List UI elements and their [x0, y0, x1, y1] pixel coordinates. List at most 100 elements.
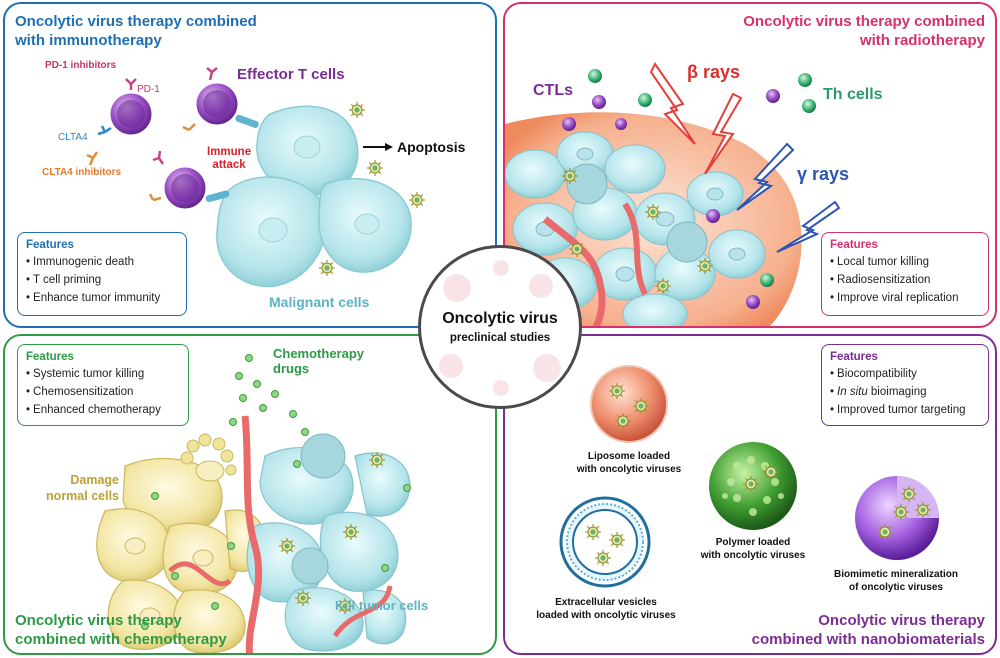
features-heading: Features	[26, 239, 74, 251]
radiotherapy-illustration	[505, 62, 841, 326]
immunotherapy-illustration	[86, 67, 426, 288]
gamma-ray-icon	[776, 200, 841, 253]
clta4-inhibitor-icon	[148, 193, 162, 202]
feature-italic-part: In situ	[837, 386, 868, 398]
tcr-bridge	[235, 114, 259, 128]
chemotherapy-illustration	[96, 354, 411, 653]
biomimetic-label-line2: of oncolytic viruses	[849, 582, 943, 593]
normal-cell-nuclei	[124, 460, 225, 625]
effector-t-cell-lower	[161, 164, 209, 212]
damage-normal-cells-label: Damage normal cells	[39, 472, 119, 504]
tumor-cells	[246, 446, 411, 652]
biomimetic-mineralization-icon	[855, 476, 939, 560]
chemotherapy-features-box: Features Systemic tumor killing Chemosen…	[17, 344, 189, 426]
feature-item: Chemosensitization	[26, 383, 180, 401]
radiotherapy-panel: Oncolytic virus therapy combined with ra…	[503, 2, 997, 328]
feature-item: Biocompatibility	[830, 365, 980, 383]
virus-icon	[561, 167, 579, 185]
dying-tumor-cell	[666, 221, 708, 263]
damaged-cell-blebs	[180, 433, 237, 476]
virus-icon	[654, 277, 672, 295]
radiotherapy-title-line1: Oncolytic virus therapy combined	[743, 13, 985, 30]
pd1-receptor-icon	[125, 78, 137, 90]
clta4-inhibitor-icon	[86, 151, 99, 166]
nanobiomaterials-panel: Features Biocompatibility In situ bioima…	[503, 334, 997, 655]
beta-ray-icon	[649, 62, 696, 145]
malignant-cell-cluster	[216, 105, 412, 288]
effector-t-cells-label: Effector T cells	[237, 66, 345, 83]
virus-icon	[318, 259, 336, 277]
virus-icon	[348, 101, 366, 119]
blood-vessel	[542, 216, 606, 326]
feature-item: Immunogenic death	[26, 253, 178, 271]
damage-line2: normal cells	[46, 489, 119, 503]
blood-vessel	[332, 585, 393, 638]
kill-tumor-cells-label: Kill tumor cells	[335, 598, 429, 613]
feature-item: Improve viral replication	[830, 289, 980, 307]
immune-attack-line2: attack	[212, 159, 246, 171]
chemotherapy-drugs-line1: Chemotherapy	[273, 346, 365, 361]
chemotherapy-drugs-line2: drugs	[273, 361, 310, 376]
chemotherapy-drugs-label: Chemotherapy drugs	[273, 346, 364, 376]
gamma-rays-label: γ rays	[797, 164, 850, 184]
virus-icon	[408, 191, 426, 209]
blood-vessel	[168, 561, 232, 587]
clta4-inhibitors-label: CLTA4 inhibitors	[42, 167, 122, 178]
extracellular-vesicle-icon	[559, 496, 651, 588]
features-list: Systemic tumor killing Chemosensitizatio…	[26, 365, 180, 419]
chemotherapy-drug-particles	[141, 354, 411, 630]
pd1-inhibitor-icon	[152, 150, 165, 165]
immunotherapy-features-box: Features Immunogenic death T cell primin…	[17, 232, 187, 316]
polymer-label-line1: Polymer loaded	[715, 537, 791, 548]
dying-tumor-cell	[291, 547, 329, 585]
immune-attack-line1: Immune	[207, 146, 252, 158]
immunotherapy-title-line2: with immunotherapy	[15, 32, 162, 49]
pd1-inhibitor-icon	[206, 67, 218, 81]
virus-icon	[644, 203, 662, 221]
tcr-bridge	[205, 190, 230, 203]
chemotherapy-title: Oncolytic virus therapy combined with ch…	[15, 611, 227, 649]
feature-item: Local tumor killing	[830, 253, 980, 271]
center-circle: Oncolytic virus preclinical studies	[418, 245, 582, 409]
feature-item: Systemic tumor killing	[26, 365, 180, 383]
radiotherapy-title-line2: with radiotherapy	[859, 32, 985, 49]
center-background-pattern	[439, 260, 561, 396]
th-cells-label: Th cells	[823, 86, 883, 103]
liposome-label: Liposome loaded with oncolytic viruses	[563, 450, 695, 476]
blood-vessel	[241, 415, 263, 653]
liposome-icon	[590, 365, 668, 443]
feature-item: Radiosensitization	[830, 271, 980, 289]
effector-t-cell-upper	[193, 80, 241, 128]
feature-rest-part: bioimaging	[867, 386, 927, 398]
feature-item: Enhanced chemotherapy	[26, 401, 180, 419]
dying-tumor-cell	[566, 163, 608, 205]
immunotherapy-title-line1: Oncolytic virus therapy combined	[15, 13, 257, 30]
nanobiomaterials-title: Oncolytic virus therapy combined with na…	[752, 611, 985, 649]
virus-icon	[278, 537, 296, 555]
ev-label-line1: Extracellular vesicles	[555, 597, 657, 608]
beta-rays-label: β rays	[687, 62, 741, 82]
ctls-label: CTLs	[533, 82, 573, 99]
immunotherapy-panel: Oncolytic virus therapy combined with im…	[3, 2, 497, 328]
chemotherapy-title-line1: Oncolytic virus therapy	[15, 612, 182, 629]
chemotherapy-title-line2: combined with chemotherapy	[15, 631, 227, 648]
nanobiomaterials-illustration	[559, 365, 939, 588]
malignant-cells-label: Malignant cells	[269, 294, 370, 310]
th-cells	[588, 69, 816, 287]
beta-ray-icon	[704, 92, 743, 175]
features-heading: Features	[830, 239, 878, 251]
polymer-label-line2: with oncolytic viruses	[700, 550, 806, 561]
virus-icon	[294, 589, 312, 607]
radiotherapy-features-box: Features Local tumor killing Radiosensit…	[821, 232, 989, 316]
pd1-inhibitors-label: PD-1 inhibitors	[45, 60, 117, 71]
ctl-cells	[562, 89, 780, 309]
feature-item: Improved tumor targeting	[830, 401, 980, 419]
biomimetic-label: Biomimetic mineralization of oncolytic v…	[821, 568, 971, 594]
virus-icon	[342, 523, 360, 541]
clta4-label: CLTA4	[58, 132, 88, 143]
extracellular-vesicles-label: Extracellular vesicles loaded with oncol…	[523, 596, 689, 622]
center-title: Oncolytic virus	[442, 310, 558, 327]
virus-icon	[366, 159, 384, 177]
clta4-inhibitor-icon	[182, 123, 196, 132]
feature-item: T cell priming	[26, 271, 178, 289]
